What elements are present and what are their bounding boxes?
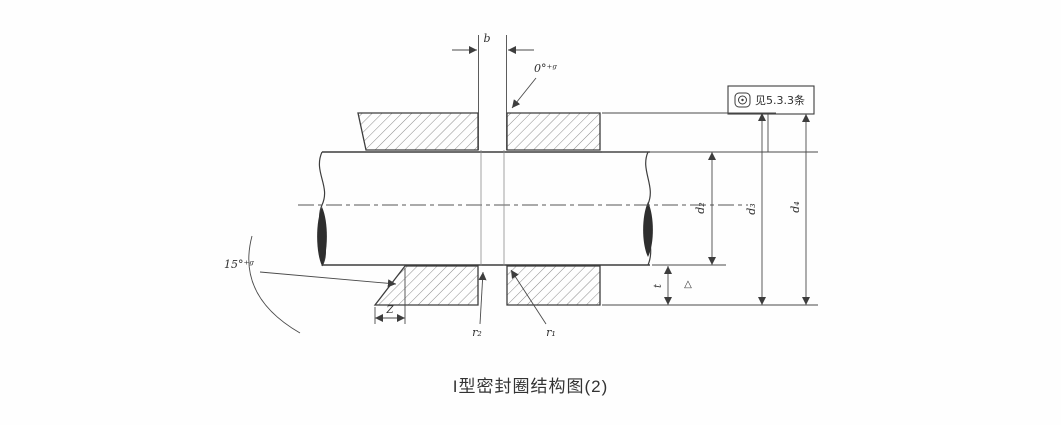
- lead-in-angle-leader: [259, 271, 397, 288]
- lead-in-angle: 15°⁺ᵍ: [224, 235, 397, 334]
- label-r2: r₂: [472, 326, 482, 339]
- groove-angle-leader: [511, 77, 537, 109]
- label-t: t: [653, 283, 664, 288]
- label-d3: d₃: [745, 203, 758, 214]
- shaft-break-lens-right: [643, 202, 653, 257]
- upper-housing-left-block: [357, 112, 479, 151]
- label-r1: r₁: [546, 326, 556, 339]
- dim-r2-leader: r₂: [472, 271, 487, 339]
- groove-angle-callout: 0°⁺ᵍ: [511, 62, 557, 109]
- label-z: Z: [386, 305, 395, 316]
- dim-b: b: [452, 32, 534, 55]
- lower-housing-section: [373, 265, 601, 306]
- lower-housing-left-block: [373, 265, 479, 306]
- label-d4: d₄: [789, 201, 802, 212]
- dim-d2: d₂: [694, 152, 717, 265]
- dim-d4: d₄: [789, 114, 811, 305]
- lower-housing-right-block: [506, 265, 601, 306]
- right-extension-lines: [602, 112, 818, 306]
- seal-groove: [478, 35, 507, 266]
- dim-d3: d₃: [745, 113, 767, 305]
- figure-caption: I型密封圈结构图(2): [452, 377, 609, 396]
- clearance-mark: △: [684, 279, 692, 290]
- shaft-break-lens-left: [317, 207, 327, 266]
- r1-leader-line: [510, 269, 547, 325]
- dim-r1-leader: r₁: [510, 269, 556, 339]
- label-b: b: [483, 32, 490, 45]
- dim-z: Z: [374, 268, 406, 324]
- seal-structure-diagram: b 0°⁺ᵍ 见5.3.3条 d₂: [224, 32, 818, 339]
- shaft: [317, 151, 653, 267]
- label-d2: d₂: [694, 202, 707, 213]
- upper-housing-section: [357, 112, 601, 151]
- r2-leader-line: [478, 271, 487, 325]
- seal-ring-symbol-icon: [734, 92, 751, 108]
- lead-in-angle-arc: [248, 235, 301, 334]
- dim-t: t: [653, 266, 673, 305]
- upper-housing-right-block: [506, 112, 601, 151]
- note-callout-text: 见5.3.3条: [755, 93, 805, 107]
- seal-ring-symbol-circle: [738, 95, 747, 105]
- label-lead-in-angle: 15°⁺ᵍ: [224, 258, 254, 271]
- seal-ring-symbol-dot: [741, 98, 744, 102]
- note-callout: 见5.3.3条: [727, 85, 815, 152]
- label-groove-angle: 0°⁺ᵍ: [534, 62, 557, 75]
